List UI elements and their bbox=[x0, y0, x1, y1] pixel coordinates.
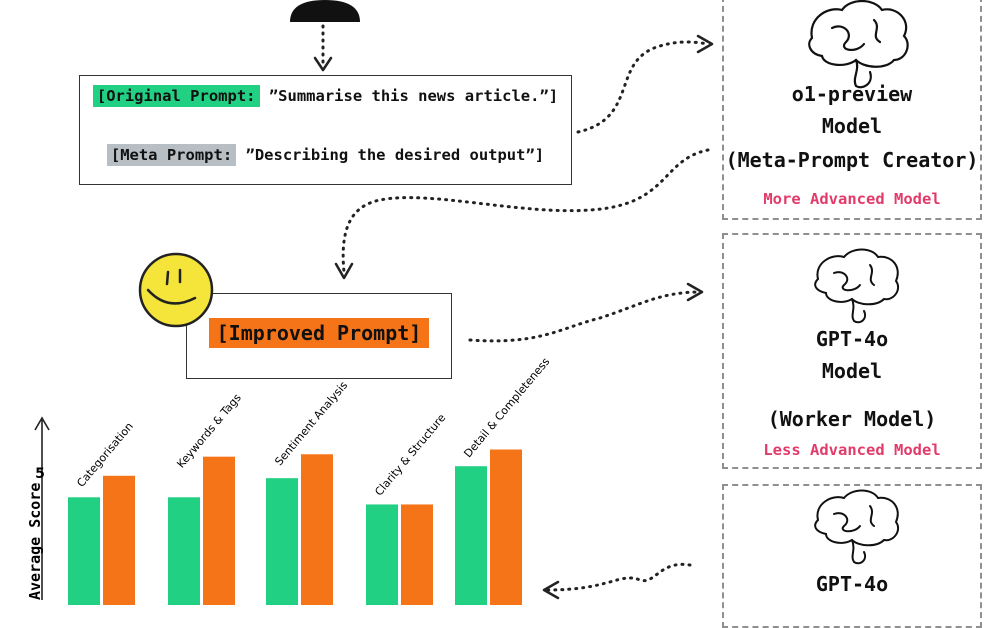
brain-icon bbox=[814, 248, 900, 324]
brain-icon bbox=[814, 489, 900, 565]
model-1-name: o1-preview bbox=[791, 82, 913, 106]
bar-sentiment-analysis-series-2 bbox=[301, 454, 333, 605]
bar-keywords-tags-series-1 bbox=[168, 497, 200, 605]
bar-detail-completeness-series-1 bbox=[455, 466, 487, 605]
y-axis-label: Average Score bbox=[26, 483, 44, 600]
arrow-improved-to-gpt bbox=[468, 290, 702, 343]
arrow-gpt-to-chart bbox=[546, 562, 692, 592]
model-2-name: GPT-4o bbox=[815, 327, 889, 351]
meta-prompt-text: ”Describing the desired output”] bbox=[236, 146, 545, 164]
model-2-role: (Worker Model) bbox=[767, 407, 937, 431]
original-prompt-text: ”Summarise this news article.”] bbox=[259, 87, 559, 105]
bar-sentiment-analysis-series-1 bbox=[266, 478, 298, 605]
bar-categorisation-series-2 bbox=[103, 475, 135, 605]
arrow-o1-to-improved bbox=[341, 148, 710, 274]
model-box-o1-preview: o1-preview Model (Meta-Prompt Creator) M… bbox=[722, 0, 982, 220]
bar-categorisation-series-1 bbox=[68, 497, 100, 605]
original-prompt-line: [Original Prompt: ”Summarise this news a… bbox=[80, 85, 571, 107]
bar-clarity-structure-series-2 bbox=[401, 504, 433, 605]
original-prompt-label: [Original Prompt: bbox=[92, 85, 260, 107]
category-label: Clarity & Structure bbox=[372, 411, 448, 498]
model-box-gpt-4o-worker: GPT-4o Model (Worker Model) Less Advance… bbox=[722, 233, 982, 469]
prompt-box: [Original Prompt: ”Summarise this news a… bbox=[79, 75, 572, 185]
person-icon bbox=[290, 0, 360, 22]
brain-icon bbox=[808, 0, 909, 89]
model-3-name: GPT-4o bbox=[815, 572, 889, 596]
model-2-type: Model bbox=[821, 359, 883, 383]
bar-keywords-tags-series-2 bbox=[203, 456, 235, 605]
meta-prompt-label: [Meta Prompt: bbox=[106, 144, 237, 166]
bar-clarity-structure-series-1 bbox=[366, 504, 398, 605]
y-tick-5: 5 bbox=[35, 466, 45, 482]
model-1-level: More Advanced Model bbox=[763, 190, 941, 208]
bar-detail-completeness-series-2 bbox=[490, 449, 522, 605]
improved-prompt-label: [Improved Prompt] bbox=[208, 318, 430, 348]
model-2-level: Less Advanced Model bbox=[763, 441, 941, 459]
chart-axes bbox=[34, 416, 50, 600]
model-1-type: Model bbox=[821, 114, 883, 138]
flow-arrows bbox=[313, 24, 714, 600]
smiley-icon bbox=[138, 252, 214, 328]
improved-prompt-box: [Improved Prompt] bbox=[186, 293, 452, 379]
category-label: Detail & Completeness bbox=[461, 355, 552, 460]
meta-prompt-line: [Meta Prompt: ”Describing the desired ou… bbox=[80, 144, 571, 166]
arrow-prompt-to-o1 bbox=[576, 40, 710, 134]
model-1-role: (Meta-Prompt Creator) bbox=[725, 148, 979, 172]
